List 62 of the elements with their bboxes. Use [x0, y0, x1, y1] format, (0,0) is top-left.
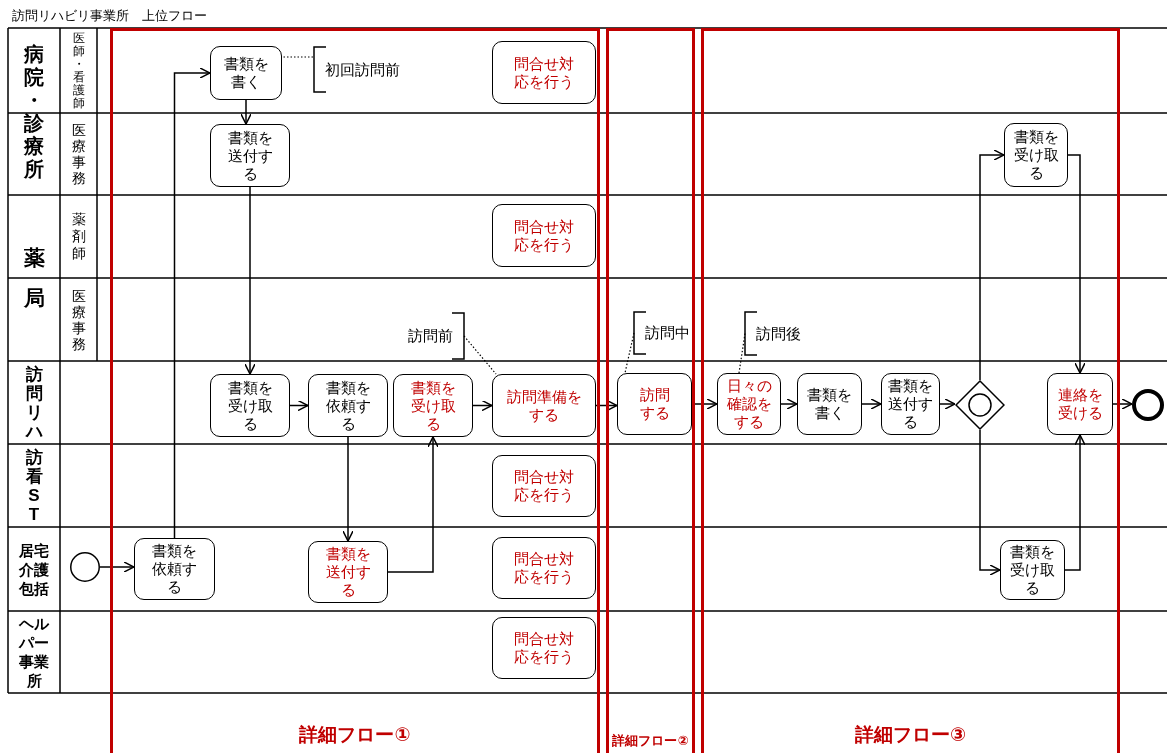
start-event: [70, 552, 100, 582]
process-box: 問合せ対応を行う: [492, 455, 596, 517]
end-event: [1132, 389, 1164, 421]
frame-label: 詳細フロー①: [298, 723, 412, 747]
arrow: [289, 399, 309, 412]
lane-label: 医療事務: [71, 122, 86, 186]
lane-label: 薬剤師: [71, 211, 86, 262]
lane-label: 医師・看護師: [72, 31, 85, 110]
process-box: 問合せ対応を行う: [492, 537, 596, 599]
process-box: 書類を書く: [797, 373, 862, 435]
arrow: [99, 561, 135, 573]
process-box: 書類を依頼する: [308, 374, 388, 437]
leader-line: [463, 335, 497, 375]
flow-frame: [606, 28, 695, 753]
lane-label: 訪看ST: [25, 447, 43, 524]
diagram-title: 訪問リハビリ事業所 上位フロー: [12, 7, 207, 25]
arrow: [1112, 398, 1133, 410]
arrow: [861, 398, 882, 410]
process-box: 問合せ対応を行う: [492, 41, 596, 104]
lane-label: 薬局: [23, 245, 45, 311]
arrow: [387, 436, 439, 573]
process-box: 書類を依頼する: [134, 538, 215, 600]
flow-frame: [110, 28, 600, 753]
arrow: [244, 186, 256, 375]
process-box: 書類を書く: [210, 46, 282, 100]
arrow: [240, 99, 252, 125]
annotation-text: 訪問前: [408, 326, 453, 346]
process-box: 書類を送付する: [210, 124, 290, 187]
arrow: [173, 67, 211, 539]
arrow: [1064, 434, 1086, 571]
annotation-text: 訪問中: [645, 323, 690, 343]
flow-frame: [701, 28, 1120, 753]
arrow: [939, 398, 956, 410]
annotation-text: 初回訪問前: [325, 59, 400, 80]
arrow: [979, 149, 1005, 381]
process-box: 書類を受け取る: [393, 374, 473, 437]
process-box: 書類を送付する: [308, 541, 388, 603]
lane-label: 医療事務: [71, 287, 86, 352]
process-box: 書類を送付する: [881, 373, 940, 435]
process-box: 訪問する: [617, 373, 692, 435]
leader-line: [281, 56, 314, 58]
frame-label: 詳細フロー②: [611, 732, 690, 750]
process-box: 書類を受け取る: [210, 374, 290, 437]
process-box: 訪問準備をする: [492, 374, 596, 437]
arrow: [979, 429, 1001, 576]
lane-label: 訪問リハ: [25, 364, 43, 441]
arrow: [780, 398, 798, 410]
lane-label: 居宅介護包括: [18, 540, 50, 598]
frame-label: 詳細フロー③: [853, 723, 968, 747]
process-box: 問合せ対応を行う: [492, 204, 596, 267]
gateway-diamond: [955, 380, 1005, 430]
arrow: [342, 436, 354, 542]
annotation-text: 訪問後: [756, 323, 801, 344]
arrow: [1067, 154, 1086, 374]
process-box: 問合せ対応を行う: [492, 617, 596, 679]
process-box: 日々の確認をする: [717, 373, 781, 435]
process-box: 書類を受け取る: [1000, 540, 1065, 600]
arrow: [472, 399, 493, 412]
lane-label: ヘルパー事業所: [18, 614, 50, 690]
process-box: 書類を受け取る: [1004, 123, 1068, 187]
lane-label: 病院・診療所: [23, 42, 45, 181]
process-box: 連絡を受ける: [1047, 373, 1113, 435]
